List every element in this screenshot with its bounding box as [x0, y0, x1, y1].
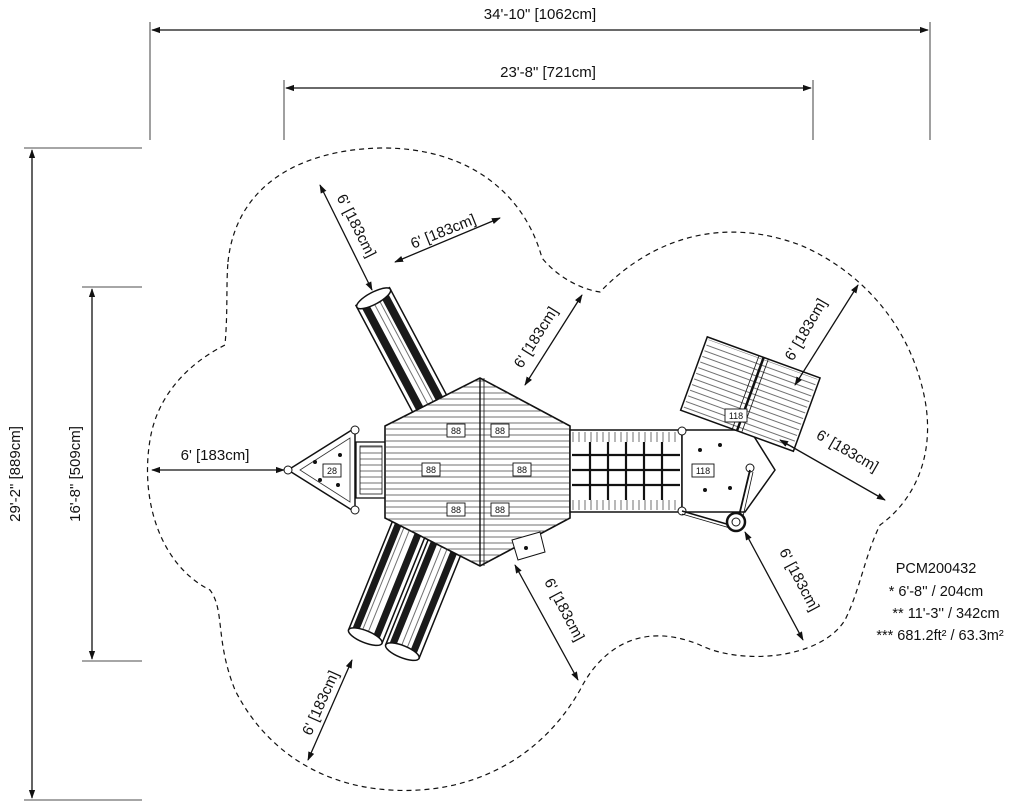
- tower-roof: [679, 335, 822, 453]
- overall-width-dimension: 34'-10" [1062cm]: [149, 4, 931, 140]
- structure-depth-dimension: 16'-8" [509cm]: [67, 286, 142, 662]
- safety-deck-bottom-label: 6' [183cm]: [540, 576, 587, 645]
- safety-lower-slide-label: 6' [183cm]: [299, 668, 342, 738]
- tag-tower-lower: 118: [696, 466, 710, 476]
- structure-width-dimension: 23'-8" [721cm]: [283, 64, 814, 140]
- crawl-bridge: [569, 429, 683, 513]
- svg-text:88: 88: [426, 465, 436, 475]
- svg-text:88: 88: [451, 426, 461, 436]
- structure-width-label: 23'-8" [721cm]: [500, 64, 596, 81]
- deck-tags: 88 88 88 88 88 88: [421, 423, 532, 517]
- play-area: *** 681.2ft² / 63.3m²: [876, 628, 1004, 644]
- lower-double-slide: [347, 513, 467, 662]
- structure-depth-label: 16'-8" [509cm]: [67, 426, 84, 522]
- svg-text:88: 88: [495, 426, 505, 436]
- svg-text:88: 88: [495, 505, 505, 515]
- safety-swing-label: 6' [183cm]: [775, 546, 822, 615]
- safety-zone-outline: [146, 147, 929, 792]
- safety-deck-top-label: 6' [183cm]: [511, 304, 562, 371]
- svg-text:88: 88: [517, 465, 527, 475]
- left-triangle-platform: 28: [283, 425, 387, 515]
- tire-swing: [681, 469, 754, 533]
- safety-left-label: 6' [183cm]: [181, 447, 250, 464]
- tag-tower-roof: 118: [729, 411, 743, 421]
- safety-right-label: 6' [183cm]: [813, 427, 881, 476]
- right-tower: 118: [677, 426, 776, 516]
- overall-depth-label: 29'-2" [889cm]: [7, 426, 24, 522]
- safety-roof-top-label: 6' [183cm]: [782, 296, 831, 364]
- overall-width-label: 34'-10" [1062cm]: [484, 6, 596, 23]
- central-hex-deck: 88 88 88 88 88 88: [384, 377, 571, 567]
- svg-text:88: 88: [451, 505, 461, 515]
- tag-small-platform: 28: [327, 466, 337, 476]
- overall-depth-dimension: 29'-2" [889cm]: [7, 147, 142, 801]
- model-info: PCM200432 * 6'-8'' / 204cm ** 11'-3'' / …: [876, 561, 1004, 644]
- upper-slide: [354, 286, 452, 422]
- deck-height: * 6'-8'' / 204cm: [889, 584, 984, 600]
- model-number: PCM200432: [896, 561, 977, 577]
- overall-height: ** 11'-3'' / 342cm: [892, 606, 999, 622]
